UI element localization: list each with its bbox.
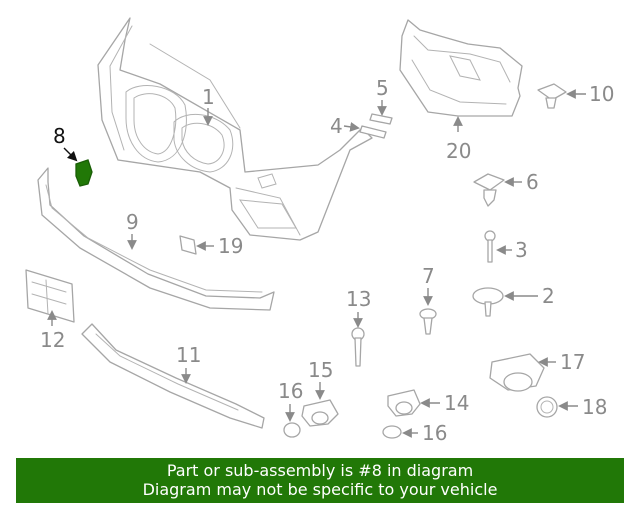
banner-line-2: Diagram may not be specific to your vehi…	[142, 480, 498, 499]
part-10-push-clip	[537, 83, 567, 109]
part-9-lower-trim	[37, 167, 275, 311]
callout-14: 14	[444, 391, 469, 415]
part-13-bolt	[351, 327, 365, 367]
leader-8	[63, 147, 78, 162]
callout-15: 15	[308, 358, 333, 382]
callout-4: 4	[330, 114, 343, 138]
callout-20: 20	[446, 139, 471, 163]
callout-13: 13	[346, 287, 371, 311]
callout-12: 12	[40, 328, 65, 352]
part-16-ring-lower	[382, 425, 402, 439]
callout-9: 9	[126, 210, 139, 234]
part-11-lower-grille	[81, 323, 265, 429]
part-12-license-bracket	[25, 269, 75, 323]
callout-16-left: 16	[278, 379, 303, 403]
callout-7: 7	[422, 264, 435, 288]
callout-2: 2	[542, 284, 555, 308]
callout-8: 8	[53, 124, 66, 148]
part-2-screw-washer	[472, 287, 504, 317]
part-6-push-clip	[473, 173, 505, 207]
leader-4	[343, 122, 360, 132]
part-16-ring-left	[283, 422, 301, 438]
callout-16-right: 16	[422, 421, 447, 445]
part-19-clip	[179, 235, 197, 255]
part-7-screw	[419, 308, 437, 335]
part-3-screw	[484, 230, 496, 263]
part-18-sensor-ring	[536, 396, 558, 418]
callout-3: 3	[515, 238, 528, 262]
banner-line-1: Part or sub-assembly is #8 in diagram	[166, 461, 474, 480]
callout-18: 18	[582, 395, 607, 419]
part-5-bracket	[369, 113, 393, 125]
part-15-park-sensor	[301, 399, 339, 427]
info-banner: Part or sub-assembly is #8 in diagram Di…	[16, 458, 624, 503]
callout-17: 17	[560, 350, 585, 374]
callout-5: 5	[376, 76, 389, 100]
part-14-park-sensor	[387, 389, 421, 417]
part-17-park-sensor	[489, 353, 545, 392]
callout-1: 1	[202, 85, 215, 109]
callout-10: 10	[589, 82, 614, 106]
part-8-trim-piece	[75, 159, 93, 187]
callout-11: 11	[176, 343, 201, 367]
callout-19: 19	[218, 234, 243, 258]
part-1-bumper-cover	[97, 17, 373, 241]
part-4-bracket	[359, 125, 387, 139]
part-20-carrier	[399, 19, 523, 117]
callout-6: 6	[526, 170, 539, 194]
